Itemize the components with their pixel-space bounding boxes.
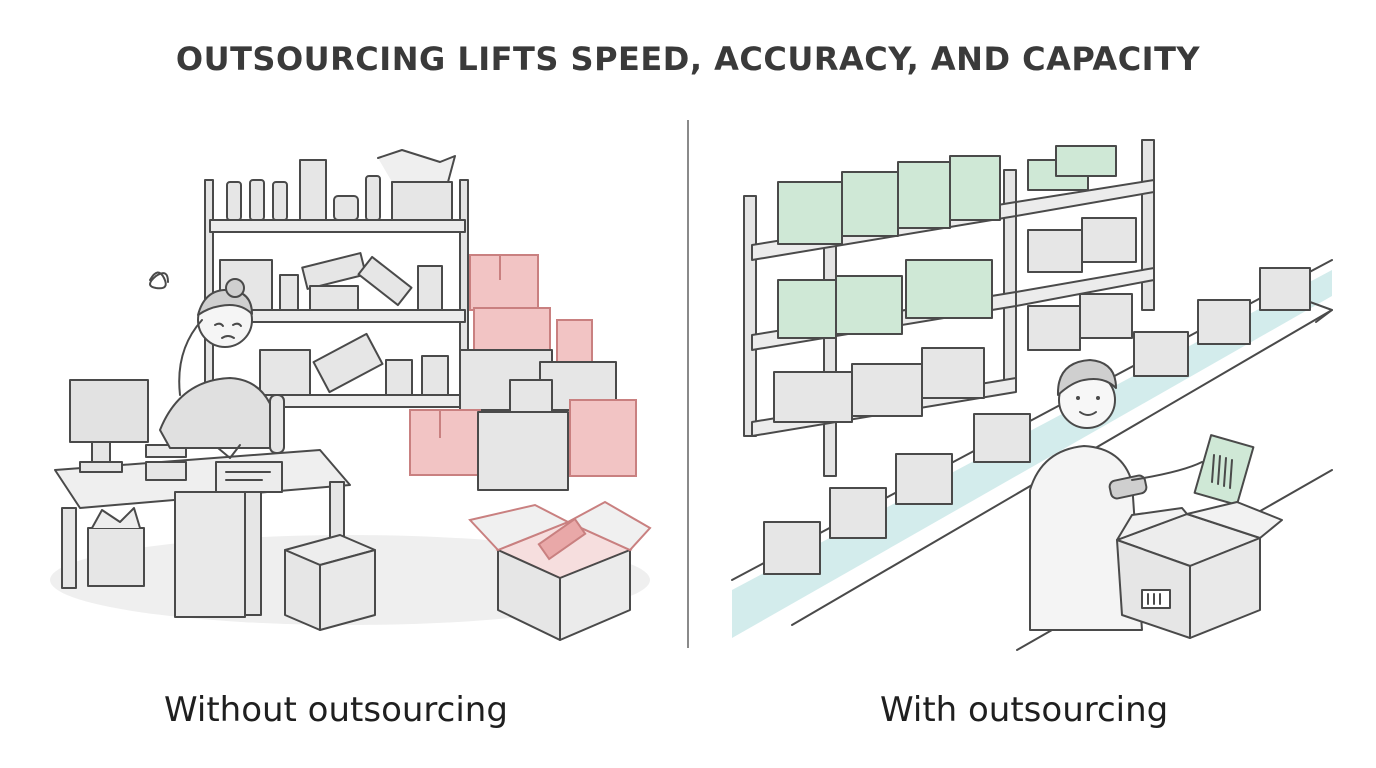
backlog-box-pile	[409, 254, 637, 491]
cluttered-shelf	[204, 149, 469, 411]
direction-arrow-icon	[1309, 301, 1333, 323]
with-outsourcing-caption: With outsourcing	[880, 690, 1169, 730]
panel-divider	[687, 120, 689, 648]
stress-scribble-icon	[149, 271, 169, 290]
page-title: OUTSOURCING LIFTS SPEED, ACCURACY, AND C…	[175, 40, 1201, 78]
product-package	[1193, 434, 1255, 506]
without-outsourcing-illustration	[30, 110, 670, 670]
with-outsourcing-illustration	[712, 110, 1352, 670]
happy-worker	[1029, 359, 1255, 631]
packing-box	[1116, 501, 1283, 639]
stressed-worker	[149, 271, 285, 459]
cluttered-desk	[54, 379, 376, 631]
open-damaged-box	[468, 500, 652, 641]
conveyor-boxes	[763, 267, 1311, 575]
without-outsourcing-caption: Without outsourcing	[164, 690, 508, 730]
barcode-scanner	[1108, 474, 1148, 500]
barcode-icon	[1211, 454, 1233, 489]
organized-shelving	[743, 139, 1155, 477]
computer-monitor	[69, 379, 149, 443]
